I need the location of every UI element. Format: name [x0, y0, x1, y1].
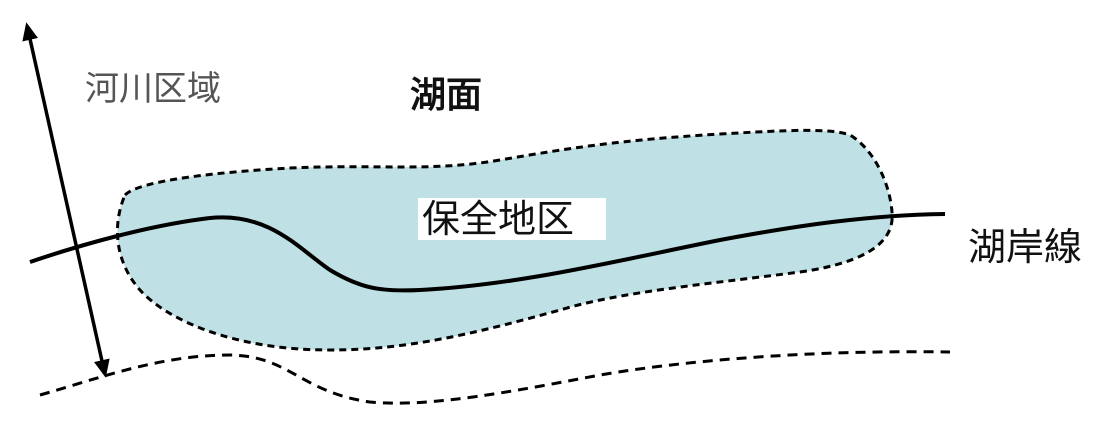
conservation-zone-area — [115, 128, 894, 352]
conservation-zone-label-bg — [418, 198, 606, 240]
shoreline-label: 湖岸線 — [968, 225, 1082, 269]
lake-surface-label: 湖面 — [410, 75, 482, 116]
river-boundary-line — [39, 350, 951, 405]
river-area-double-arrow — [22, 22, 110, 378]
river-area-label: 河川区域 — [85, 69, 221, 109]
conservation-zone-label: 保全地区 — [422, 197, 574, 241]
shoreline-line — [29, 212, 946, 293]
